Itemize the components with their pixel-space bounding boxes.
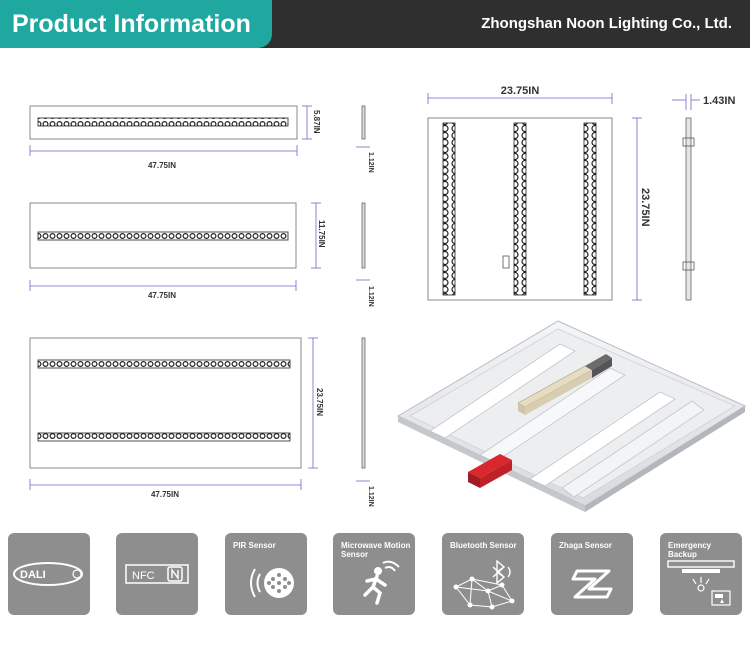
header-bar: Product Information Zhongshan Noon Light… [0,0,750,48]
feature-nfc: NFC [116,533,198,615]
drawing-panel-2x2: 23.75IN 23.75IN 1.43IN [427,85,735,301]
feature-pir-sensor: PIR Sensor [225,533,307,615]
drawing-panel-1x4-wide: 47.75IN 11.75IN 1.12IN [29,202,374,307]
company-name: Zhongshan Noon Lighting Co., Ltd. [481,15,732,32]
nfc-text: NFC [132,570,155,582]
feature-label: Zhaga Sensor [559,541,612,550]
nfc-icon: NFC [125,564,189,584]
dim-height-label: 23.75IN [315,388,324,416]
dim-side-label: 1.12IN [367,152,374,173]
pir-sensor-icon [250,568,294,598]
feature-label: Microwave Motion Sensor [341,541,411,559]
dim-width-label: 47.75IN [151,490,179,499]
dim-side-label: 1.43IN [703,95,735,107]
dali-text: DALI [20,569,46,581]
header-tab: Product Information [0,0,272,48]
dim-height-label: 5.87IN [312,110,321,134]
feature-dali: DALI [8,533,90,615]
feature-zhaga-sensor: Zhaga Sensor [551,533,633,615]
feature-bluetooth-sensor: Bluetooth Sensor [442,533,524,615]
page-title: Product Information [12,10,251,38]
technical-drawings: 47.75IN 5.87IN 1.12IN 47.75IN 11.75IN 1.… [29,85,747,512]
dim-width-label: 47.75IN [148,291,176,300]
feature-strip: DALI NFC PIR Sensor Microwave Motion Sen… [8,533,742,615]
feature-microwave-sensor: Microwave Motion Sensor [333,533,415,615]
dim-height-label: 23.75IN [639,188,651,227]
feature-label: Emergency Backup [668,541,712,559]
product-3d-view [396,320,747,512]
dim-width-label: 23.75IN [501,85,540,97]
feature-emergency-backup: Emergency Backup [660,533,742,615]
drawing-panel-1x4: 47.75IN 5.87IN 1.12IN [29,105,374,173]
dim-side-label: 1.12IN [367,486,374,507]
drawing-panel-2x4: 47.75IN 23.75IN 1.12IN [29,337,374,507]
dim-side-label: 1.12IN [367,286,374,307]
emergency-backup-icon [667,560,735,606]
feature-label: PIR Sensor [233,541,276,550]
zhaga-icon [571,569,613,599]
dim-height-label: 11.75IN [317,220,326,248]
dim-width-label: 47.75IN [148,161,176,170]
bluetooth-mesh-icon [453,559,515,610]
microwave-sensor-icon [363,560,400,605]
feature-label: Bluetooth Sensor [450,541,517,550]
dali-icon: DALI [13,562,83,586]
